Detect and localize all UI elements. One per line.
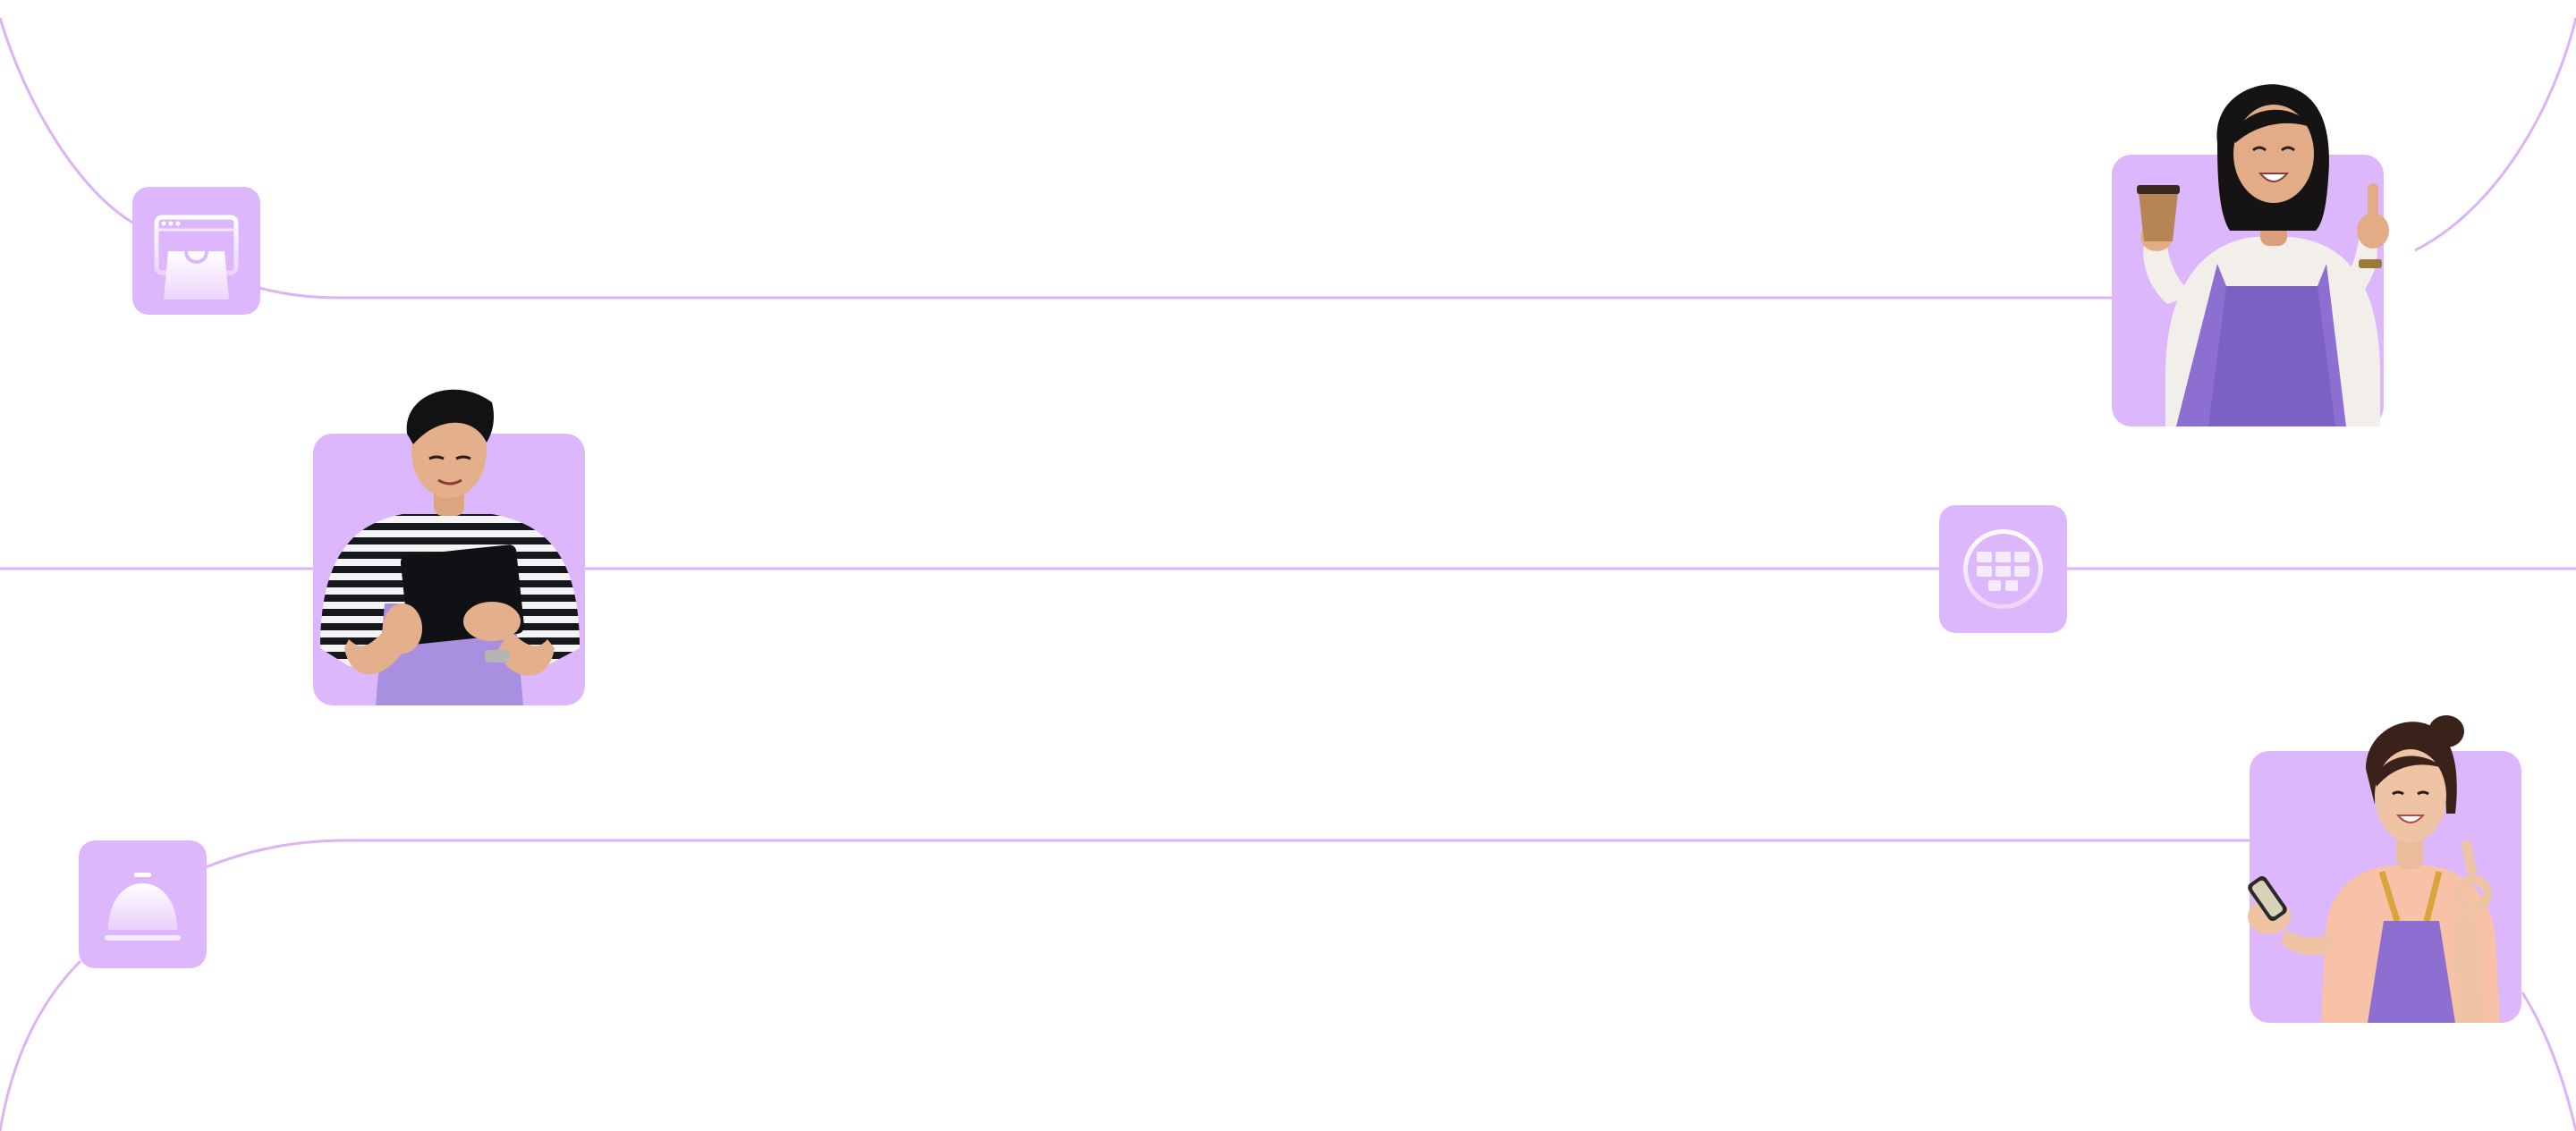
barista-coffee-thumbs-up <box>2112 80 2420 429</box>
waiter-figure <box>320 389 580 705</box>
waiter-with-tablet <box>313 380 586 706</box>
woman-figure <box>2248 715 2500 1023</box>
connector-bottom-left-arc <box>0 959 82 1131</box>
online-shop-icon <box>132 187 260 315</box>
woman-with-phone-ok-sign <box>2205 706 2527 1024</box>
service-bell-icon <box>79 840 207 968</box>
connector-bottom-right-arc <box>2521 992 2576 1131</box>
connector-top-left-arc <box>0 17 135 225</box>
connector-top-right-arc <box>2414 17 2576 252</box>
connector-bottom-line <box>205 839 2254 869</box>
connector-top-line <box>258 286 2113 300</box>
globe-icon <box>1939 505 2067 633</box>
barista-figure <box>2137 84 2389 426</box>
